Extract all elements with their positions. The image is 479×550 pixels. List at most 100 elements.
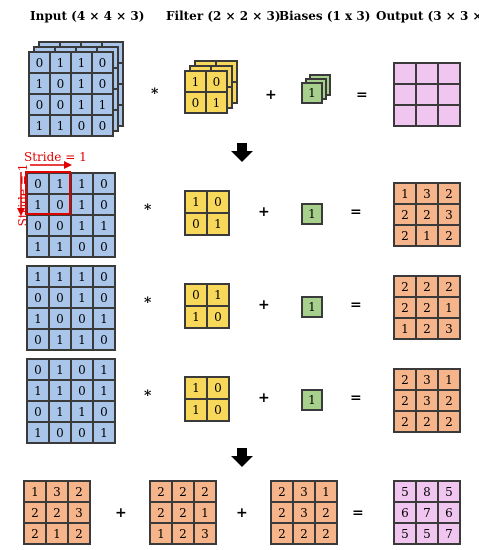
matrix-cell: 2	[24, 502, 46, 523]
down-arrow-icon	[231, 448, 253, 467]
matrix-cell: 5	[438, 481, 460, 502]
matrix-cell: 1	[394, 183, 416, 204]
matrix-cell: 2	[394, 390, 416, 411]
matrix-cell: 1	[185, 399, 207, 421]
matrix-cell: 1	[27, 236, 49, 257]
matrix-cell: 1	[27, 380, 49, 401]
matrix-cell: 0	[71, 380, 93, 401]
matrix-cell: 0	[185, 92, 206, 113]
matrix-cell: 2	[150, 502, 172, 523]
matrix-cell	[394, 84, 416, 105]
matrix-cell: 6	[438, 502, 460, 523]
matrix-cell: 2	[172, 502, 194, 523]
matrix-cell: 2	[24, 523, 46, 544]
matrix-cell: 0	[71, 422, 93, 443]
plus-symbol: +	[258, 390, 270, 406]
matrix-cell: 0	[27, 329, 49, 350]
equals-symbol: =	[352, 505, 364, 521]
matrix-cell: 1	[93, 422, 115, 443]
bias-value: 1	[302, 297, 322, 317]
matrix-cell: 1	[438, 369, 460, 390]
header-input: Input (4 × 4 × 3)	[30, 9, 145, 23]
matrix-cell: 2	[394, 204, 416, 225]
matrix-cell: 3	[293, 481, 315, 502]
equals-symbol: =	[350, 390, 362, 406]
bias-value: 1	[302, 390, 322, 410]
matrix-cell: 2	[68, 523, 90, 544]
matrix-cell: 1	[27, 266, 49, 287]
bias-volume: 1	[301, 82, 323, 104]
matrix-cell: 0	[185, 284, 207, 306]
matrix-cell: 1	[71, 266, 93, 287]
bias-value: 1	[302, 204, 322, 224]
matrix-cell: 0	[27, 359, 49, 380]
matrix-cell: 3	[68, 502, 90, 523]
matrix-cell: 2	[394, 276, 416, 297]
matrix-cell: 0	[93, 329, 115, 350]
matrix-cell: 1	[185, 71, 206, 92]
matrix-cell: 1	[71, 173, 93, 194]
matrix-cell: 1	[29, 115, 50, 136]
matrix-cell: 1	[71, 401, 93, 422]
plus-symbol: +	[115, 505, 127, 521]
matrix-cell: 1	[185, 191, 207, 213]
matrix-cell: 1	[50, 115, 71, 136]
matrix-cell: 0	[71, 115, 92, 136]
matrix-cell: 2	[416, 204, 438, 225]
matrix-cell: 3	[416, 390, 438, 411]
plus-symbol: +	[258, 297, 270, 313]
matrix-cell: 1	[185, 306, 207, 328]
equals-symbol: =	[350, 297, 362, 313]
matrix-cell	[438, 63, 460, 84]
stride-horizontal-label: Stride = 1	[24, 150, 87, 164]
matrix-cell: 1	[71, 194, 93, 215]
matrix-cell: 0	[50, 94, 71, 115]
matrix-cell: 1	[207, 284, 229, 306]
matrix-cell: 0	[92, 52, 113, 73]
matrix-cell: 1	[49, 329, 71, 350]
matrix-cell: 8	[416, 481, 438, 502]
matrix-cell: 0	[50, 73, 71, 94]
multiply-symbol: *	[144, 388, 152, 404]
matrix-cell: 2	[438, 390, 460, 411]
header-filter: Filter (2 × 2 × 3)	[166, 9, 281, 23]
matrix-cell: 1	[394, 318, 416, 339]
matrix-cell	[416, 63, 438, 84]
matrix-cell: 2	[394, 225, 416, 246]
matrix-cell: 2	[46, 502, 68, 523]
matrix-cell: 7	[416, 502, 438, 523]
matrix-cell: 1	[27, 422, 49, 443]
matrix-cell: 0	[93, 266, 115, 287]
matrix-cell: 2	[438, 225, 460, 246]
stride-horizontal-arrow	[30, 161, 72, 169]
matrix-cell: 3	[416, 183, 438, 204]
matrix-cell: 1	[150, 523, 172, 544]
matrix-cell: 1	[49, 266, 71, 287]
matrix-cell: 2	[271, 502, 293, 523]
matrix-cell: 2	[68, 481, 90, 502]
matrix-cell: 1	[206, 92, 227, 113]
matrix-cell: 0	[207, 377, 229, 399]
matrix-cell: 0	[93, 401, 115, 422]
matrix-cell: 0	[71, 359, 93, 380]
matrix-cell	[416, 105, 438, 126]
plus-symbol: +	[258, 204, 270, 220]
bias-channel-2: 1	[301, 296, 323, 318]
matrix-cell: 1	[185, 377, 207, 399]
output-volume-empty	[393, 62, 461, 127]
matrix-cell: 7	[438, 523, 460, 544]
matrix-cell: 0	[206, 71, 227, 92]
matrix-cell: 1	[71, 329, 93, 350]
equals-symbol: =	[356, 87, 368, 103]
matrix-cell	[438, 105, 460, 126]
matrix-cell: 2	[438, 411, 460, 432]
matrix-cell: 1	[438, 297, 460, 318]
